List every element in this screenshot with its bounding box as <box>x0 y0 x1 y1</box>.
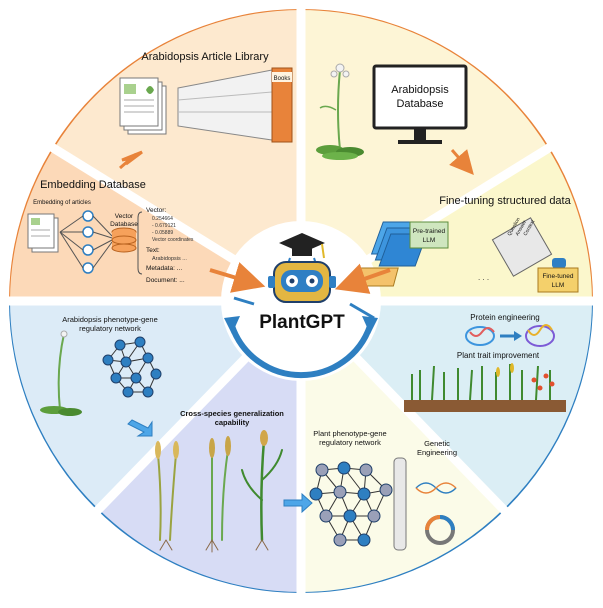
finetune-title: Fine-tuning structured data <box>439 195 571 207</box>
vector-value-3: - 0.05889 <box>152 230 173 236</box>
network-node <box>319 509 333 523</box>
network-node <box>337 461 351 475</box>
crossspecies-title-line1: Cross-species generalization <box>180 409 284 418</box>
network-node <box>379 483 393 497</box>
network-node <box>333 533 347 547</box>
network-node <box>142 352 154 364</box>
pretrained-llm-box <box>409 221 449 249</box>
network-node <box>120 356 132 368</box>
protein-title: Protein engineering <box>470 313 539 322</box>
network-node <box>114 339 126 351</box>
network-node <box>134 336 146 348</box>
ring-arrow-right <box>362 316 378 334</box>
center-title: PlantGPT <box>259 312 345 333</box>
genetic-eng-line1: Genetic <box>424 439 450 448</box>
database-title-line1: Arabidopsis <box>391 84 449 96</box>
arrow-crossspecies-to-genetic <box>283 492 313 514</box>
vector-database-icon <box>111 227 137 253</box>
arrow-center-to-protein <box>349 302 375 320</box>
text-value: Arabidopsis ... <box>152 256 187 262</box>
pretrained-line2: LLM <box>423 237 436 244</box>
document-label: Document: ... <box>146 277 185 284</box>
finetune-input-box <box>354 267 399 287</box>
vector-value-4: Vector coordinates <box>152 237 194 243</box>
trait-title: Plant trait improvement <box>457 351 540 360</box>
cereal-plants-icon <box>155 430 283 553</box>
vector-db-line2: Database <box>110 221 138 228</box>
network-node <box>130 372 142 384</box>
embedding-articles-icon <box>27 213 59 253</box>
crossspecies-title-line2: capability <box>215 418 250 427</box>
plasmid-icon <box>425 515 455 545</box>
library-title: Arabidopsis Article Library <box>141 51 269 63</box>
arrow-database-to-finetune <box>449 149 474 176</box>
vector-label: Vector: <box>146 207 166 214</box>
network-plant-icon <box>40 330 82 416</box>
books-label: Books <box>274 76 291 82</box>
ring-arrow-left <box>224 316 240 334</box>
network-graph <box>102 336 162 398</box>
network-node <box>333 485 347 499</box>
embedding-links <box>59 215 113 269</box>
network-node <box>150 368 162 380</box>
network-node <box>315 463 329 477</box>
finetuned-line2: LLM <box>552 282 565 289</box>
network-node <box>343 509 357 523</box>
finetune-ellipsis: . . . <box>478 273 489 282</box>
vector-db-line1: Vector <box>115 213 134 220</box>
question-answer-stack: Question Answer Context <box>491 216 553 277</box>
finetuned-line1: Fine-tuned <box>542 273 573 280</box>
arrow-center-to-network <box>233 296 255 306</box>
sector-crossspecies <box>96 298 302 593</box>
database-title-line2: Database <box>396 98 443 110</box>
finetuned-robot-icon <box>537 258 579 293</box>
arrow-embedding-to-center <box>209 262 266 293</box>
network-node <box>309 487 323 501</box>
genetic-title-line2: regulatory network <box>319 438 381 447</box>
chromosome-bar <box>393 457 407 551</box>
network-node <box>359 463 373 477</box>
pretrained-line1: Pre-trained <box>413 228 446 235</box>
genetic-network-graph <box>309 461 393 547</box>
genetic-title-line1: Plant phenotype-gene <box>313 429 386 438</box>
sector-embedding <box>9 146 305 302</box>
arrow-library-to-embedding <box>119 150 143 170</box>
genetic-eng-line2: Engineering <box>417 448 457 457</box>
embedding-articles-label: Embedding of articles <box>33 200 91 206</box>
arrow-finetune-to-center <box>334 263 391 294</box>
protein-structure-icons <box>465 324 555 347</box>
monitor-icon <box>372 64 468 144</box>
text-label: Text: <box>146 247 160 254</box>
network-title-line1: Arabidopsis phenotype-gene <box>62 315 158 324</box>
vector-value-1: 0.254664 <box>152 216 173 222</box>
arrow-network-to-crossspecies <box>127 419 153 437</box>
vector-value-2: - 0.679121 <box>152 223 176 229</box>
network-title-line2: regulatory network <box>79 324 141 333</box>
embedding-bracket <box>137 211 143 275</box>
network-node <box>122 386 134 398</box>
network-node <box>102 354 114 366</box>
network-node <box>357 533 371 547</box>
metadata-label: Metadata: ... <box>146 265 182 272</box>
dna-helix-icon <box>415 482 457 494</box>
sector-database <box>300 9 551 303</box>
robot-icon <box>268 233 336 303</box>
sector-network <box>9 300 304 512</box>
network-node <box>357 487 371 501</box>
arabidopsis-plant-icon <box>316 63 364 160</box>
network-node <box>367 509 381 523</box>
embedding-title: Embedding Database <box>40 179 146 191</box>
crop-field-icon <box>404 363 566 412</box>
books-shelf-icon <box>177 67 293 143</box>
network-node <box>142 386 154 398</box>
network-node <box>110 372 122 384</box>
article-stack-icon <box>119 77 167 135</box>
center-ring-arc <box>229 325 373 379</box>
